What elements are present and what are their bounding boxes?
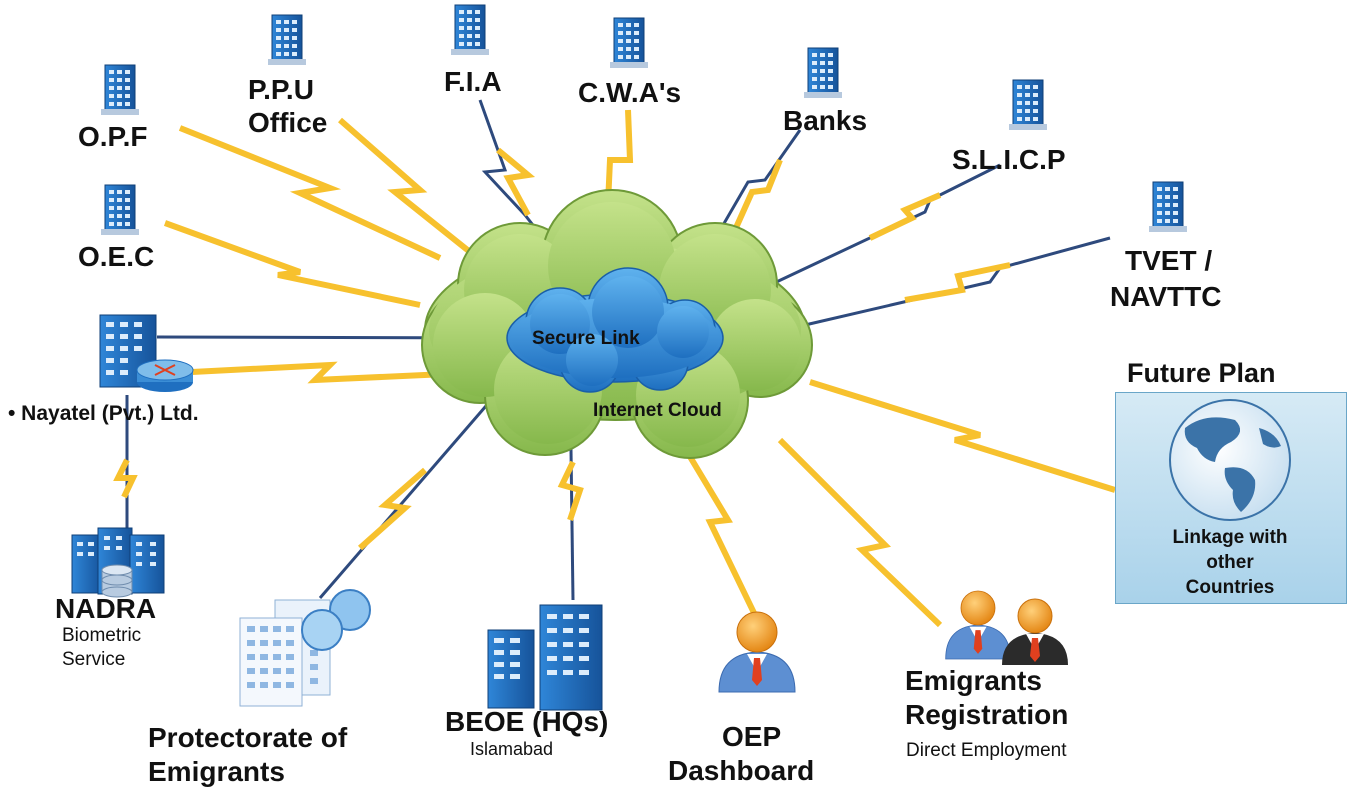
future-line-3: Countries: [1185, 577, 1275, 598]
link-beoe-wireless: [557, 460, 584, 521]
building-icon-protectorate: [239, 589, 371, 707]
label-oep-line2: Dashboard: [668, 755, 815, 786]
label-tvet-line2: NAVTTC: [1110, 281, 1222, 312]
label-oep-line1: OEP: [722, 721, 782, 752]
cloud-icon: [421, 189, 813, 459]
future-line-1: Linkage with: [1172, 527, 1288, 548]
future-line-2: other: [1206, 552, 1254, 573]
secure-link-label: Secure Link: [532, 328, 640, 349]
label-emigrants-line2: Registration: [905, 699, 1069, 730]
label-cwa: C.W.A's: [578, 77, 682, 108]
globe-icon: [1169, 399, 1291, 521]
router-icon: [136, 359, 194, 392]
label-ppu-line2: Office: [248, 107, 328, 138]
link-banks-wireless: [732, 158, 783, 232]
label-banks: Banks: [783, 105, 868, 136]
link-emigrants: [777, 437, 943, 628]
building-icon-tvet: [1148, 181, 1188, 233]
label-protectorate-line1: Protectorate of: [148, 722, 348, 753]
label-tvet-line1: TVET /: [1125, 245, 1213, 276]
building-icon-oec: [100, 184, 140, 236]
building-icon-opf: [100, 64, 140, 116]
label-beoe-sub: Islamabad: [470, 739, 554, 759]
label-nadra-sub2: Service: [62, 649, 126, 670]
link-oec: [163, 220, 421, 308]
building-icon-slicp: [1008, 79, 1048, 131]
link-fia-wireless: [496, 147, 536, 217]
label-nayatel: • Nayatel (Pvt.) Ltd.: [8, 402, 199, 425]
person-icon-emigrant-2: [1002, 598, 1068, 665]
link-opf: [178, 125, 442, 261]
label-opf: O.P.F: [78, 121, 148, 152]
link-future: [809, 379, 1116, 493]
link-slicp: [769, 163, 1001, 287]
person-icon-emigrant-1: [945, 590, 1011, 660]
building-icon-ppu: [267, 14, 307, 66]
label-beoe: BEOE (HQs): [445, 706, 609, 737]
link-nayatel-wireless: [191, 361, 491, 384]
link-oep: [677, 438, 758, 617]
link-protectorate-wireless: [358, 467, 427, 551]
future-plan-title: Future Plan: [1127, 358, 1276, 388]
label-emigrants-sub: Direct Employment: [906, 740, 1067, 761]
future-plan-description: Linkage with other Countries: [1115, 525, 1345, 600]
connection-links: [113, 99, 1116, 628]
building-icon-fia: [450, 4, 490, 56]
building-icon-cwa: [609, 17, 649, 69]
building-icon-banks: [803, 47, 843, 99]
person-icon-oep: [718, 611, 796, 693]
database-icon: [101, 564, 133, 598]
label-protectorate-line2: Emigrants: [148, 756, 285, 787]
label-nadra-sub1: Biometric: [62, 625, 142, 646]
building-icon-nayatel: [99, 314, 157, 388]
label-ppu-line1: P.P.U: [248, 74, 314, 105]
building-icon-beoe: [487, 604, 603, 711]
link-tvet: [804, 236, 1111, 327]
link-slicp-wireless: [868, 192, 942, 241]
link-nadra-wireless: [113, 458, 138, 499]
label-slicp: S.L.I.C.P: [952, 144, 1066, 175]
label-oec: O.E.C: [78, 241, 155, 272]
internet-cloud-label: Internet Cloud: [593, 400, 722, 421]
label-emigrants-line1: Emigrants: [905, 665, 1042, 696]
link-tvet-wireless: [904, 262, 1011, 303]
label-nadra: NADRA: [55, 593, 157, 624]
link-ppu: [338, 117, 492, 271]
label-fia: F.I.A: [444, 66, 502, 97]
